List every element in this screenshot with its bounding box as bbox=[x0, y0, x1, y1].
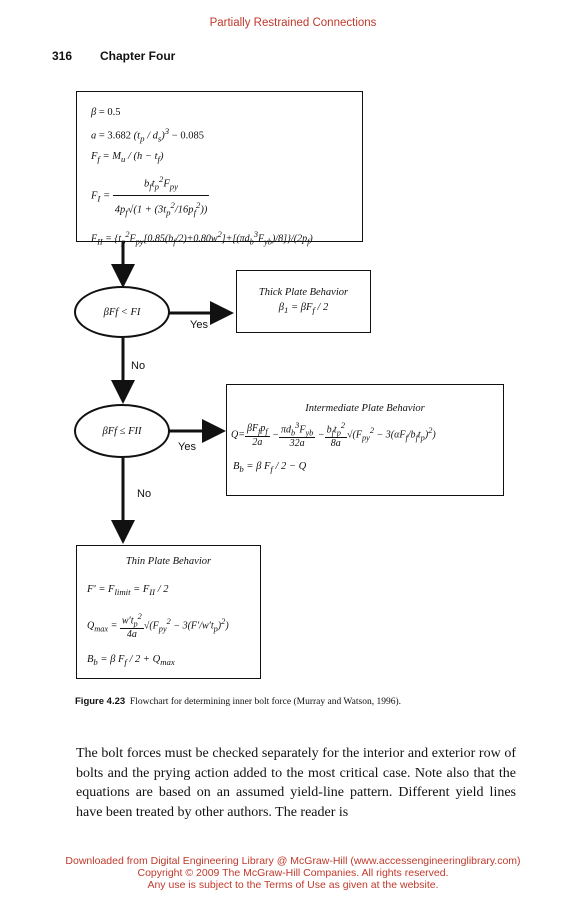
thin-bb-equation: Bb = β Ff / 2 + Qmax bbox=[87, 654, 175, 668]
running-head: Partially Restrained Connections bbox=[209, 17, 377, 29]
flowchart-connectors bbox=[111, 242, 234, 544]
figure-label: Figure 4.23 bbox=[75, 696, 126, 707]
alpha-equation: a = 3.682 (tp / ds)3 − 0.085 bbox=[91, 126, 204, 144]
decision1-no-label: No bbox=[131, 360, 146, 372]
decision2-yes-label: Yes bbox=[178, 441, 196, 453]
page-number: 316 bbox=[52, 49, 73, 63]
figure-caption-text: Flowchart for determining inner bolt for… bbox=[129, 697, 401, 707]
start-equations-box: β = 0.5 a = 3.682 (tp / ds)3 − 0.085 Ff … bbox=[76, 91, 363, 246]
figure-caption: Figure 4.23 Flowchart for determining in… bbox=[75, 696, 401, 707]
intermediate-bb-equation: Bb = β Ff / 2 − Q bbox=[233, 461, 307, 475]
decision-intermediate-plate: βFf ≤ FII bbox=[74, 404, 170, 458]
chapter-title: Chapter Four bbox=[100, 49, 176, 63]
thick-plate-box: Thick Plate Behavior β1 = βFf / 2 bbox=[236, 270, 371, 333]
decision2-text: βFf ≤ FII bbox=[102, 425, 142, 437]
fii-equation: FII = {tp2Fpy[0.85(bf/2)+0.80w2]+[(πdb3F… bbox=[91, 229, 313, 247]
decision1-yes-label: Yes bbox=[190, 319, 208, 331]
thick-plate-equation: β1 = βFf / 2 bbox=[278, 302, 329, 316]
thin-flimit-equation: F′ = Flimit = FII / 2 bbox=[87, 584, 169, 598]
footer-terms: Any use is subject to the Terms of Use a… bbox=[147, 879, 439, 891]
thin-plate-title: Thin Plate Behavior bbox=[125, 556, 212, 567]
footer: Downloaded from Digital Engineering Libr… bbox=[0, 855, 586, 891]
beta-equation: β = 0.5 bbox=[91, 107, 121, 118]
footer-download-link[interactable]: Downloaded from Digital Engineering Libr… bbox=[65, 855, 521, 867]
decision-thick-plate: βFf < FI bbox=[74, 286, 170, 338]
thin-plate-box: Thin Plate Behavior F′ = Flimit = FII / … bbox=[76, 545, 261, 679]
ff-equation: Ff = Mu / (h − tf) bbox=[91, 150, 164, 164]
body-paragraph: The bolt forces must be checked separate… bbox=[76, 746, 516, 820]
footer-copyright: Copyright © 2009 The McGraw-Hill Compani… bbox=[137, 867, 449, 879]
thick-plate-title: Thick Plate Behavior bbox=[258, 287, 349, 298]
intermediate-plate-title: Intermediate Plate Behavior bbox=[305, 403, 425, 414]
decision2-no-label: No bbox=[137, 488, 152, 500]
decision1-text: βFf < FI bbox=[103, 306, 141, 318]
